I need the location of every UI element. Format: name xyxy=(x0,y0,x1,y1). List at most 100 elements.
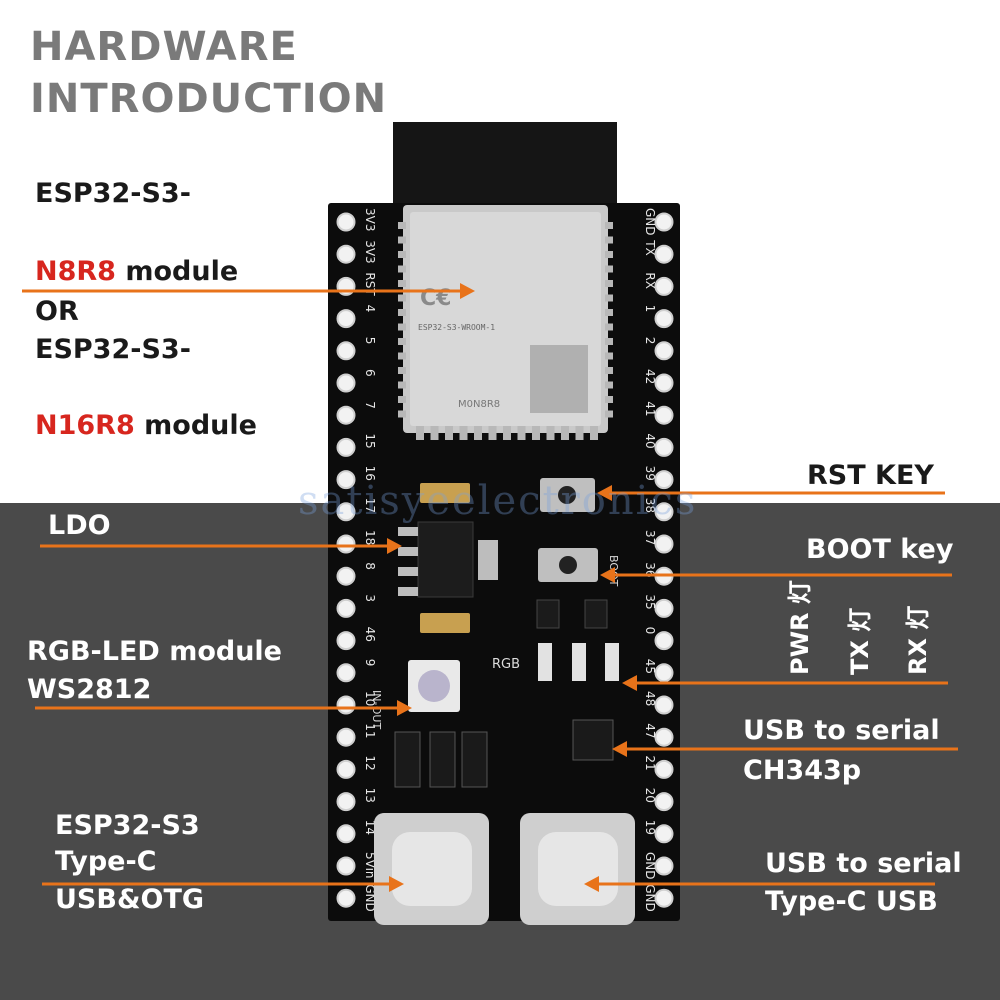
right-pin-label: TX xyxy=(643,239,657,256)
typec-serial-label-line1: USB to serial xyxy=(765,848,962,879)
callout-arrow-head xyxy=(600,567,615,583)
right-pin-label: 47 xyxy=(643,723,657,738)
left-pin-hole xyxy=(336,663,356,683)
typec-otg-label-line2: Type-C xyxy=(55,846,157,877)
heading-line2: INTRODUCTION xyxy=(30,76,388,122)
module-label: ESP32-S3-WROOM-1 xyxy=(418,323,495,332)
right-pin-hole xyxy=(654,309,674,329)
pwr-led xyxy=(538,643,552,681)
usb-serial-label-line1: USB to serial xyxy=(743,715,940,746)
left-pin-label: RST xyxy=(363,272,377,296)
typec-otg-label-line1: ESP32-S3 xyxy=(55,810,200,841)
left-pin-label: 8 xyxy=(363,562,377,570)
left-pin-label: 17 xyxy=(363,498,377,513)
right-pin-label: 0 xyxy=(643,627,657,635)
rx-led-label: RX 灯 xyxy=(904,605,932,675)
callout-arrow-head xyxy=(612,741,627,757)
left-pin-hole xyxy=(336,244,356,264)
left-pin-label: 10 xyxy=(363,691,377,706)
callout-arrow-head xyxy=(622,675,637,691)
right-pin-label: 48 xyxy=(643,691,657,706)
right-pin-hole xyxy=(654,405,674,425)
callout-arrow-head xyxy=(460,283,475,299)
right-pin-label: RX xyxy=(643,272,657,289)
module-a-label: N8R8 module xyxy=(35,258,238,285)
left-pin-label: 4 xyxy=(363,305,377,313)
right-pin-label: 35 xyxy=(643,594,657,609)
left-pin-label: 5 xyxy=(363,337,377,345)
right-pin-label: 42 xyxy=(643,369,657,384)
right-pin-hole xyxy=(654,341,674,361)
rgb-led-label-line1: RGB-LED module xyxy=(27,636,282,667)
left-pin-hole xyxy=(336,759,356,779)
right-pin-label: 1 xyxy=(643,305,657,313)
left-pin-label: 13 xyxy=(363,788,377,803)
left-pin-hole xyxy=(336,727,356,747)
right-pin-label: 38 xyxy=(643,498,657,513)
right-pin-hole xyxy=(654,631,674,651)
right-pin-hole xyxy=(654,502,674,522)
right-pin-hole xyxy=(654,824,674,844)
usb-serial-label-line2: CH343p xyxy=(743,755,862,786)
rst-key-label: RST KEY xyxy=(807,460,934,491)
left-pin-label: 3V3 xyxy=(363,208,377,231)
typec-serial-label-line2: Type-C USB xyxy=(765,886,938,917)
left-pin-label: GND xyxy=(363,884,377,912)
silk-rgb: RGB xyxy=(492,657,520,672)
left-pin-label: 7 xyxy=(363,401,377,409)
tx-led-label: TX 灯 xyxy=(846,607,874,675)
right-pin-hole xyxy=(654,759,674,779)
or-label: OR xyxy=(35,296,79,327)
module-model: M0N8R8 xyxy=(458,399,500,410)
right-pin-hole xyxy=(654,598,674,618)
left-pin-label: 14 xyxy=(363,820,377,835)
left-pin-hole xyxy=(336,856,356,876)
callout-arrow-head xyxy=(584,876,599,892)
right-pin-label: GND xyxy=(643,852,657,880)
rgb-led-label-line2: WS2812 xyxy=(27,674,152,705)
left-pin-hole xyxy=(336,631,356,651)
right-pin-label: 21 xyxy=(643,755,657,770)
callout-arrow-head xyxy=(397,700,412,716)
left-pin-hole xyxy=(336,534,356,554)
watermark: satisyeelectronics xyxy=(298,478,698,524)
right-pin-label: 41 xyxy=(643,401,657,416)
left-pin-hole xyxy=(336,405,356,425)
right-pin-hole xyxy=(654,212,674,232)
left-pin-hole xyxy=(336,309,356,329)
right-pin-hole xyxy=(654,727,674,747)
left-pin-header: 3V33V3RST4567151617188346910111213145Vin… xyxy=(336,208,377,912)
right-pin-hole xyxy=(654,276,674,296)
right-pin-label: 2 xyxy=(643,337,657,345)
callout-arrows xyxy=(22,283,958,892)
module-b-label: N16R8 module xyxy=(35,412,257,439)
left-pin-label: 6 xyxy=(363,369,377,377)
left-pin-hole xyxy=(336,888,356,908)
left-pin-label: 18 xyxy=(363,530,377,545)
left-pin-hole xyxy=(336,824,356,844)
right-pin-label: 45 xyxy=(643,659,657,674)
silk-in-out: IN-OUT xyxy=(370,690,383,729)
antenna-block xyxy=(393,122,617,210)
left-pin-label: 12 xyxy=(363,755,377,770)
module-a-variant: N8R8 xyxy=(35,256,116,287)
capacitor-bottom xyxy=(420,613,470,633)
boot-key-label: BOOT key xyxy=(806,534,954,565)
left-pin-hole xyxy=(336,598,356,618)
right-pin-hole xyxy=(654,437,674,457)
right-pin-hole xyxy=(654,792,674,812)
right-pin-hole xyxy=(654,856,674,876)
module-qr-code xyxy=(530,345,588,413)
rx-led xyxy=(605,643,619,681)
ch343-chip xyxy=(572,719,614,761)
module-name-line1: ESP32-S3- xyxy=(35,178,191,209)
left-pin-label: 46 xyxy=(363,627,377,642)
left-pin-hole xyxy=(336,695,356,715)
heading-line1: HARDWARE xyxy=(30,24,298,70)
module-pads xyxy=(398,222,613,440)
right-pin-hole xyxy=(654,373,674,393)
callout-arrow-head xyxy=(387,538,402,554)
right-pin-hole xyxy=(654,534,674,554)
left-pin-label: 9 xyxy=(363,659,377,667)
